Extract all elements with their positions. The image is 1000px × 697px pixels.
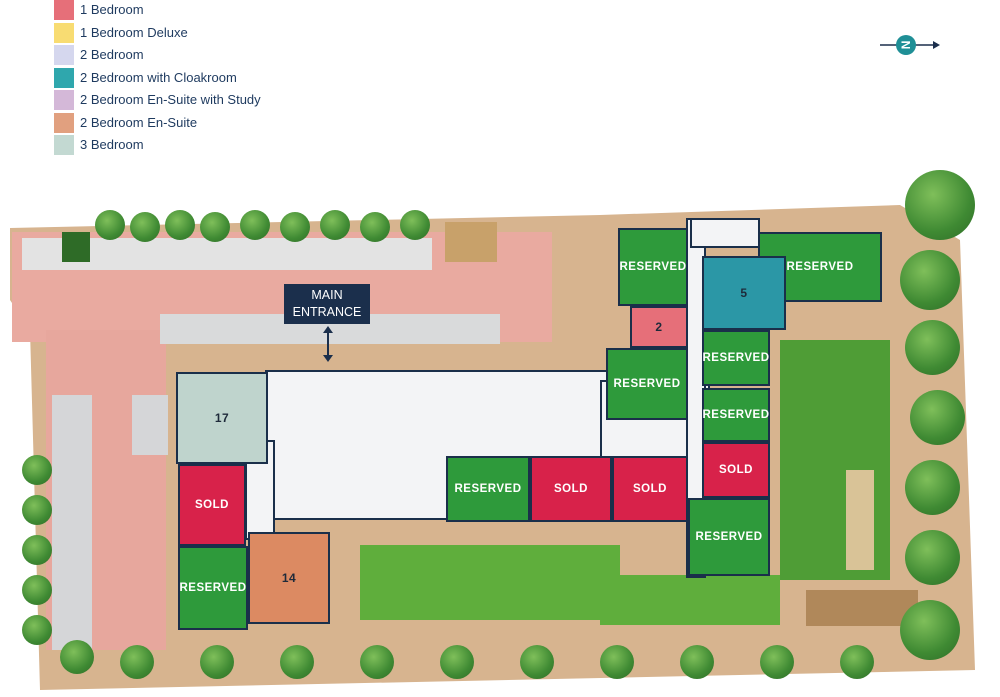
unit-reserved[interactable]: RESERVED [702, 388, 770, 442]
tree [22, 575, 52, 605]
legend-item: 3 Bedroom [54, 135, 314, 155]
parking-bays-west [52, 395, 92, 650]
tree [280, 645, 314, 679]
parking-bays-top [22, 238, 432, 270]
tree [905, 530, 960, 585]
tree [360, 645, 394, 679]
tree [22, 455, 52, 485]
legend-label: 3 Bedroom [80, 137, 144, 152]
garden-south [360, 545, 620, 620]
tree [680, 645, 714, 679]
tree [600, 645, 634, 679]
legend-label: 2 Bedroom En-Suite [80, 115, 198, 130]
legend-item: 2 Bedroom with Cloakroom [54, 68, 314, 88]
unit-reserved[interactable]: RESERVED [688, 498, 770, 576]
tree [760, 645, 794, 679]
unit-14[interactable]: 14 [248, 532, 330, 624]
unit-sold[interactable]: SOLD [178, 464, 246, 546]
legend-item: 1 Bedroom [54, 0, 314, 20]
legend-swatch [54, 45, 74, 65]
unit-5[interactable]: 5 [702, 256, 786, 330]
tree [840, 645, 874, 679]
legend-swatch [54, 135, 74, 155]
tree [905, 320, 960, 375]
unit-17[interactable]: 17 [176, 372, 268, 464]
compass-letter: N [899, 41, 913, 50]
unit-reserved[interactable]: RESERVED [446, 456, 530, 522]
legend-swatch [54, 90, 74, 110]
tree [905, 170, 975, 240]
entrance-line1: MAIN [311, 288, 343, 302]
tree [320, 210, 350, 240]
tree [200, 645, 234, 679]
unit-sold[interactable]: SOLD [702, 442, 770, 498]
unit-reserved[interactable]: RESERVED [178, 546, 248, 630]
tennis-lawn [846, 470, 874, 570]
entrance-line2: ENTRANCE [292, 305, 362, 319]
legend-item: 2 Bedroom [54, 45, 314, 65]
tree [360, 212, 390, 242]
tree [200, 212, 230, 242]
tree [22, 495, 52, 525]
tree [240, 210, 270, 240]
entrance-arrow-icon [323, 326, 333, 362]
tree [130, 212, 160, 242]
tree [165, 210, 195, 240]
tree [900, 250, 960, 310]
legend-label: 1 Bedroom Deluxe [80, 25, 188, 40]
tree [280, 212, 310, 242]
tree [22, 615, 52, 645]
legend-item: 2 Bedroom En-Suite [54, 113, 314, 133]
legend-label: 1 Bedroom [80, 2, 144, 17]
tree [400, 210, 430, 240]
pergola [806, 590, 918, 626]
tree [95, 210, 125, 240]
gazebo [445, 222, 497, 262]
tree [120, 645, 154, 679]
legend-label: 2 Bedroom En-Suite with Study [80, 92, 261, 107]
garden-southeast [600, 575, 780, 625]
unit-reserved[interactable]: RESERVED [606, 348, 688, 420]
tree [905, 460, 960, 515]
unit-sold[interactable]: SOLD [530, 456, 612, 522]
parking-bays-west2 [132, 395, 168, 455]
tree [440, 645, 474, 679]
unit-reserved[interactable]: RESERVED [618, 228, 688, 306]
legend-label: 2 Bedroom [80, 47, 144, 62]
tree [900, 600, 960, 660]
legend-swatch [54, 113, 74, 133]
tree [60, 640, 94, 674]
building-north-block [690, 218, 760, 248]
legend-swatch [54, 23, 74, 43]
bin-store [62, 232, 90, 262]
tree [910, 390, 965, 445]
legend-item: 2 Bedroom En-Suite with Study [54, 90, 314, 110]
legend-swatch [54, 68, 74, 88]
main-entrance-label: MAIN ENTRANCE [284, 284, 370, 324]
legend-label: 2 Bedroom with Cloakroom [80, 70, 237, 85]
legend-swatch [54, 0, 74, 20]
compass-north-icon: N [880, 35, 940, 55]
tree [22, 535, 52, 565]
unit-2[interactable]: 2 [630, 306, 688, 348]
tree [520, 645, 554, 679]
unit-sold[interactable]: SOLD [612, 456, 688, 522]
unit-reserved[interactable]: RESERVED [702, 330, 770, 386]
legend-item: 1 Bedroom Deluxe [54, 23, 314, 43]
